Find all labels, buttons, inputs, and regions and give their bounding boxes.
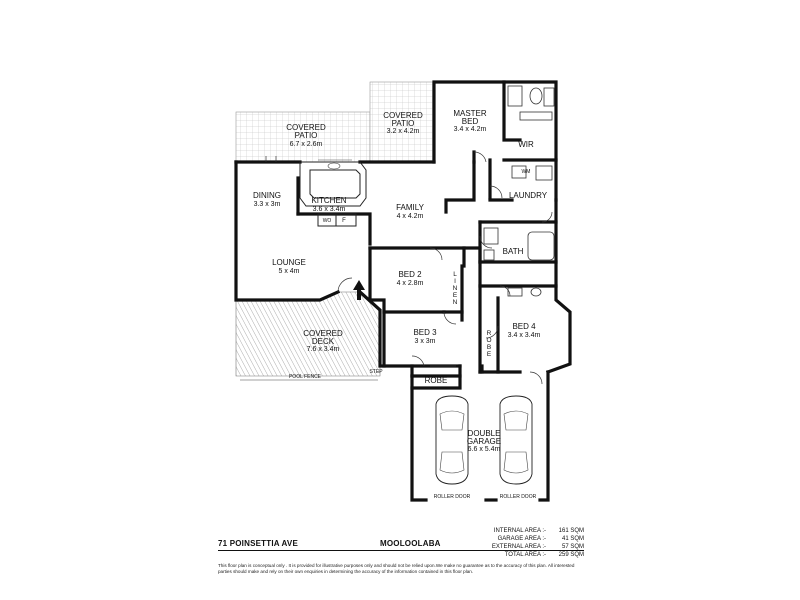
suburb-title: MOOLOOLABA [380, 539, 441, 548]
area-value: 259 SQM [558, 552, 584, 558]
svg-text:MASTER: MASTER [453, 109, 487, 118]
svg-text:5 x 4m: 5 x 4m [278, 268, 299, 275]
label-pool-fence: POOL FENCE [289, 374, 322, 380]
label-family: FAMILY 4 x 4.2m [396, 203, 425, 220]
area-label: GARAGE AREA :- [497, 536, 546, 542]
svg-text:6.6 x 5.4m: 6.6 x 5.4m [468, 446, 501, 453]
svg-text:3.6 x 3.4m: 3.6 x 3.4m [313, 206, 346, 213]
svg-text:N: N [453, 299, 458, 306]
label-fridge: F [342, 218, 346, 224]
label-covered-deck: COVERED DECK 7.6 x 3.4m [303, 329, 343, 353]
car-icon-left [435, 395, 469, 485]
pantry-fridge [317, 213, 357, 227]
area-value: 57 SQM [561, 544, 584, 550]
label-dining: DINING 3.3 x 3m [253, 191, 281, 208]
svg-text:B: B [487, 344, 491, 351]
svg-text:I: I [454, 278, 456, 285]
label-bed2: BED 2 4 x 2.8m [397, 270, 424, 287]
laundry-fixtures [511, 165, 553, 181]
bed4-ensuite-fixtures [507, 287, 542, 297]
svg-text:3.2 x 4.2m: 3.2 x 4.2m [387, 128, 420, 135]
address-title: 71 POINSETTIA AVE [218, 539, 299, 548]
svg-text:PATIO: PATIO [392, 119, 415, 128]
label-laundry: LAUNDRY [509, 191, 548, 200]
svg-text:DECK: DECK [312, 337, 335, 346]
label-bath: BATH [503, 247, 524, 256]
ensuite-fixtures [507, 85, 555, 121]
svg-text:L: L [453, 271, 457, 278]
area-label: TOTAL AREA :- [504, 552, 546, 558]
label-step: STEP [369, 369, 383, 375]
area-value: 41 SQM [561, 536, 584, 542]
covered-patio-right-area [369, 81, 435, 163]
area-row-garage: GARAGE AREA :- 41 SQM [480, 535, 584, 543]
label-roller-door-right: ROLLER DOOR [500, 494, 537, 500]
svg-text:3.4 x 3.4m: 3.4 x 3.4m [508, 332, 541, 339]
svg-text:DINING: DINING [253, 191, 281, 200]
label-lounge: LOUNGE 5 x 4m [272, 258, 306, 275]
label-roller-door-left: ROLLER DOOR [434, 494, 471, 500]
label-linen: L I N E N [453, 271, 458, 306]
svg-text:FAMILY: FAMILY [396, 203, 425, 212]
svg-text:DOUBLE: DOUBLE [468, 429, 501, 438]
svg-text:4 x 4.2m: 4 x 4.2m [397, 213, 424, 220]
label-washing-machine: WM [522, 169, 531, 175]
svg-text:PATIO: PATIO [295, 131, 318, 140]
svg-text:E: E [487, 351, 492, 358]
disclaimer-text: This floor plan is conceptual only . It … [218, 563, 575, 574]
door-swings [265, 151, 553, 385]
car-icon-right [499, 395, 533, 485]
svg-text:R: R [487, 330, 492, 337]
label-double-garage: DOUBLE GARAGE 6.6 x 5.4m [467, 429, 501, 453]
area-value: 161 SQM [558, 528, 584, 534]
area-summary: INTERNAL AREA :- 161 SQM GARAGE AREA :- … [480, 527, 584, 559]
svg-text:BED 4: BED 4 [512, 322, 536, 331]
kitchen-bench [299, 159, 367, 207]
label-master-bed: MASTER BED 3.4 x 4.2m [453, 109, 487, 133]
svg-text:4 x 2.8m: 4 x 2.8m [397, 280, 424, 287]
svg-text:GARAGE: GARAGE [467, 437, 501, 446]
label-robe: ROBE [425, 376, 448, 385]
svg-text:3 x 3m: 3 x 3m [414, 338, 435, 345]
svg-text:E: E [453, 292, 458, 299]
label-walk-in-pantry: WO [323, 218, 332, 224]
label-bed4: BED 4 3.4 x 3.4m [508, 322, 541, 339]
area-row-internal: INTERNAL AREA :- 161 SQM [480, 527, 584, 535]
area-label: EXTERNAL AREA :- [491, 544, 546, 550]
area-row-external: EXTERNAL AREA :- 57 SQM [480, 543, 584, 551]
svg-text:COVERED: COVERED [383, 111, 423, 120]
svg-text:3.3 x 3m: 3.3 x 3m [254, 201, 281, 208]
bath-fixtures [483, 227, 555, 261]
svg-text:N: N [453, 285, 458, 292]
label-covered-patio-right: COVERED PATIO 3.2 x 4.2m [383, 111, 423, 135]
label-bed3: BED 3 3 x 3m [413, 328, 437, 345]
label-covered-patio-left: COVERED PATIO 6.7 x 2.6m [286, 123, 326, 148]
svg-text:3.4 x 4.2m: 3.4 x 4.2m [454, 126, 487, 133]
svg-text:COVERED: COVERED [303, 329, 343, 338]
svg-text:O: O [486, 337, 491, 344]
svg-text:6.7 x 2.6m: 6.7 x 2.6m [290, 141, 323, 148]
svg-text:KITCHEN: KITCHEN [311, 196, 346, 205]
svg-text:COVERED: COVERED [286, 123, 326, 132]
svg-text:BED 3: BED 3 [413, 328, 437, 337]
area-label: INTERNAL AREA :- [493, 528, 546, 534]
covered-patio-left-area [235, 111, 371, 163]
svg-text:BED 2: BED 2 [398, 270, 422, 279]
entry-arrow-icon [353, 280, 365, 300]
area-row-total: TOTAL AREA :- 259 SQM [480, 551, 584, 559]
footer-divider [218, 550, 584, 551]
svg-text:LOUNGE: LOUNGE [272, 258, 306, 267]
svg-text:7.6 x 3.4m: 7.6 x 3.4m [307, 346, 340, 353]
label-robe-vertical: R O B E [486, 330, 491, 358]
svg-text:BED: BED [462, 117, 479, 126]
label-kitchen: KITCHEN 3.6 x 3.4m WO F [311, 196, 346, 224]
label-wir: WIR [518, 140, 534, 149]
